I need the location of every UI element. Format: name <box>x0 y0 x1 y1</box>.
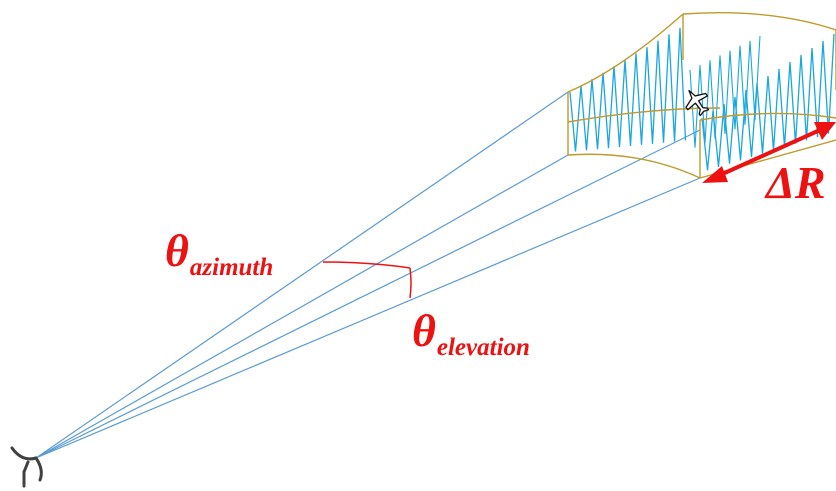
elevation-theta-symbol: θ <box>412 305 436 356</box>
wave-left-face <box>569 27 687 152</box>
beam-line-top-left <box>35 91 569 459</box>
elevation-subscript: elevation <box>436 334 530 361</box>
angle-markers <box>322 261 412 299</box>
wave-middle <box>689 35 761 148</box>
range-arrow <box>702 122 836 183</box>
elevation-angle-label: θelevation <box>412 305 530 361</box>
beam-line-bottom-left <box>35 154 569 459</box>
antenna-icon <box>10 446 43 488</box>
beam-line-bottom-right <box>35 177 701 459</box>
aircraft-icon <box>685 89 710 117</box>
azimuth-theta-symbol: θ <box>165 225 189 276</box>
radar-wave <box>569 27 835 171</box>
range-arrow-head-left <box>702 166 728 183</box>
cell-top-arc <box>567 13 684 93</box>
cell-far-top-arc <box>682 12 836 31</box>
azimuth-arc <box>322 261 411 269</box>
cell-far-arc <box>699 112 836 121</box>
beam-lines <box>35 91 701 459</box>
wave-right-face <box>701 33 835 171</box>
azimuth-angle-label: θazimuth <box>165 225 273 281</box>
beam-line-top-right <box>35 129 701 459</box>
cell-near-bottom-arc <box>567 153 701 179</box>
azimuth-subscript: azimuth <box>189 254 274 281</box>
elevation-arc <box>409 267 412 299</box>
range-resolution-label: ΔR <box>766 157 826 208</box>
range-arrow-head-right <box>814 122 836 140</box>
